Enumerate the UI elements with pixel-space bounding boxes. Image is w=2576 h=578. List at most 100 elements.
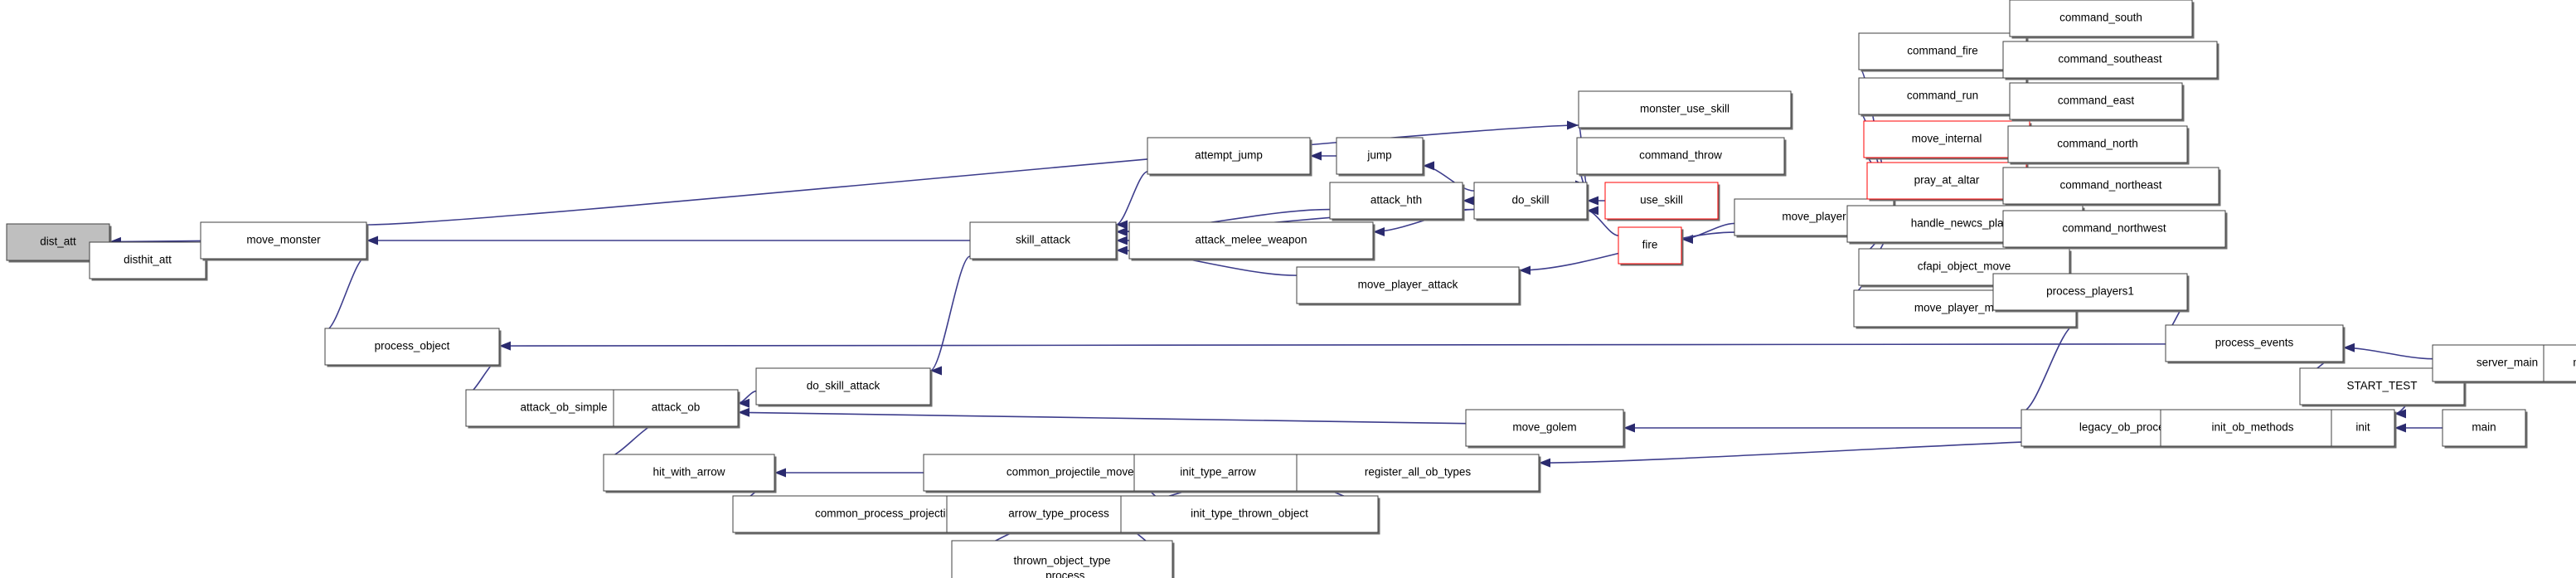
node-init_type_thrown_object[interactable]: init_type_thrown_object: [1120, 495, 1380, 535]
node-box[interactable]: [2002, 41, 2218, 79]
node-box[interactable]: [603, 454, 775, 492]
node-label: do_skill_attack: [807, 380, 880, 392]
node-box[interactable]: [1578, 90, 1792, 129]
call-edge: [737, 411, 1467, 425]
node-box[interactable]: [1858, 32, 2027, 70]
node-box[interactable]: [2002, 167, 2219, 205]
node-move_golem[interactable]: move_golem: [1465, 409, 1626, 449]
node-command_run[interactable]: command_run: [1858, 77, 2029, 117]
node-main_top[interactable]: main: [2543, 344, 2576, 384]
node-box[interactable]: [1296, 266, 1520, 304]
node-do_skill[interactable]: do_skill: [1473, 182, 1589, 221]
node-move_internal[interactable]: move_internal: [1863, 120, 2032, 160]
node-box[interactable]: [1296, 454, 1540, 492]
node-command_south[interactable]: command_south: [2009, 0, 2195, 39]
node-move_player[interactable]: move_player: [1734, 198, 1896, 238]
node-process_object[interactable]: process_object: [324, 328, 502, 367]
node-label: init_type_thrown_object: [1191, 508, 1308, 520]
call-edge: [366, 124, 1579, 226]
node-box[interactable]: [613, 389, 739, 427]
node-START_TEST[interactable]: START_TEST: [2299, 367, 2467, 407]
node-box[interactable]: [1866, 162, 2027, 200]
node-box[interactable]: [755, 367, 931, 406]
edge-arrowhead: [1373, 226, 1385, 236]
node-box[interactable]: [1120, 495, 1379, 533]
call-edge: [498, 343, 2166, 347]
node-init_type_arrow[interactable]: init_type_arrow: [1133, 454, 1304, 493]
edge-arrowhead: [1310, 151, 1322, 161]
node-do_skill_attack[interactable]: do_skill_attack: [755, 367, 933, 407]
node-monster_use_skill[interactable]: monster_use_skill: [1578, 90, 1793, 130]
node-label: disthit_att: [124, 254, 172, 266]
node-process_events[interactable]: process_events: [2165, 324, 2346, 364]
node-fire[interactable]: fire: [1618, 226, 1684, 266]
node-attack_ob[interactable]: attack_ob: [613, 389, 740, 429]
node-process_players1[interactable]: process_players1: [1992, 273, 2190, 313]
edge-arrowhead: [1623, 423, 1635, 433]
node-command_throw[interactable]: command_throw: [1576, 137, 1787, 177]
node-use_skill[interactable]: use_skill: [1604, 182, 1720, 221]
node-box[interactable]: [2543, 344, 2576, 382]
node-command_southeast[interactable]: command_southeast: [2002, 41, 2219, 80]
node-attempt_jump[interactable]: attempt_jump: [1147, 137, 1312, 177]
edge-arrowhead: [1116, 245, 1128, 255]
node-move_player_attack[interactable]: move_player_attack: [1296, 266, 1521, 306]
node-init_ob_methods[interactable]: init_ob_methods: [2160, 409, 2347, 449]
call-edge: [324, 255, 367, 332]
node-label: move_player_attack: [1358, 279, 1458, 291]
edge-arrowhead: [774, 468, 786, 478]
node-box[interactable]: [1604, 182, 1719, 220]
node-register_all_ob_types[interactable]: register_all_ob_types: [1296, 454, 1541, 493]
node-label: do_skill: [1511, 194, 1549, 206]
node-disthit_att[interactable]: disthit_att: [89, 241, 208, 281]
node-box[interactable]: [2165, 324, 2344, 362]
node-move_monster[interactable]: move_monster: [200, 221, 369, 261]
node-box[interactable]: [1863, 120, 2030, 158]
edge-arrowhead: [499, 341, 512, 351]
node-command_north[interactable]: command_north: [2007, 125, 2190, 165]
node-box[interactable]: [200, 221, 367, 260]
node-pray_at_altar[interactable]: pray_at_altar: [1866, 162, 2029, 202]
node-box[interactable]: [969, 221, 1117, 260]
node-box[interactable]: [2442, 409, 2526, 447]
node-box[interactable]: [1465, 409, 1624, 447]
node-command_northwest[interactable]: command_northwest: [2002, 210, 2228, 250]
node-label: move_player: [1782, 211, 1846, 223]
node-box[interactable]: [1128, 221, 1374, 260]
node-init[interactable]: init: [2331, 409, 2397, 449]
node-box[interactable]: [1576, 137, 1785, 175]
node-box[interactable]: [2009, 82, 2183, 120]
node-box[interactable]: [1147, 137, 1311, 175]
node-box[interactable]: [2007, 125, 2188, 163]
node-label: dist_att: [40, 236, 76, 248]
node-main_bottom[interactable]: main: [2442, 409, 2528, 449]
edge-arrowhead: [1116, 236, 1128, 245]
node-attack_hth[interactable]: attack_hth: [1329, 182, 1465, 221]
node-jump[interactable]: jump: [1336, 137, 1425, 177]
node-hit_with_arrow[interactable]: hit_with_arrow: [603, 454, 777, 493]
node-box[interactable]: [1329, 182, 1463, 220]
node-label: move_monster: [246, 234, 321, 246]
node-label: skill_attack: [1016, 234, 1070, 246]
node-move_player_mover[interactable]: move_player_mover: [1853, 289, 2079, 329]
node-command_northeast[interactable]: command_northeast: [2002, 167, 2221, 206]
node-box[interactable]: [2009, 0, 2193, 37]
node-box[interactable]: [1473, 182, 1588, 220]
node-box[interactable]: [1133, 454, 1303, 492]
node-command_fire[interactable]: command_fire: [1858, 32, 2029, 72]
node-label: main: [2472, 421, 2496, 434]
node-box[interactable]: [1992, 273, 2188, 311]
node-box[interactable]: [1336, 137, 1424, 175]
node-command_east[interactable]: command_east: [2009, 82, 2185, 122]
node-thrown_object_type_process[interactable]: thrown_object_type_process: [951, 540, 1175, 578]
node-attack_melee_weapon[interactable]: attack_melee_weapon: [1128, 221, 1375, 261]
node-box[interactable]: [2002, 210, 2226, 248]
node-box[interactable]: [2331, 409, 2395, 447]
edge-arrowhead: [1539, 458, 1550, 468]
node-box[interactable]: [1618, 226, 1682, 265]
node-label: process_events: [2215, 337, 2294, 349]
node-box[interactable]: [951, 540, 1173, 578]
node-box[interactable]: [324, 328, 500, 366]
node-skill_attack[interactable]: skill_attack: [969, 221, 1118, 261]
